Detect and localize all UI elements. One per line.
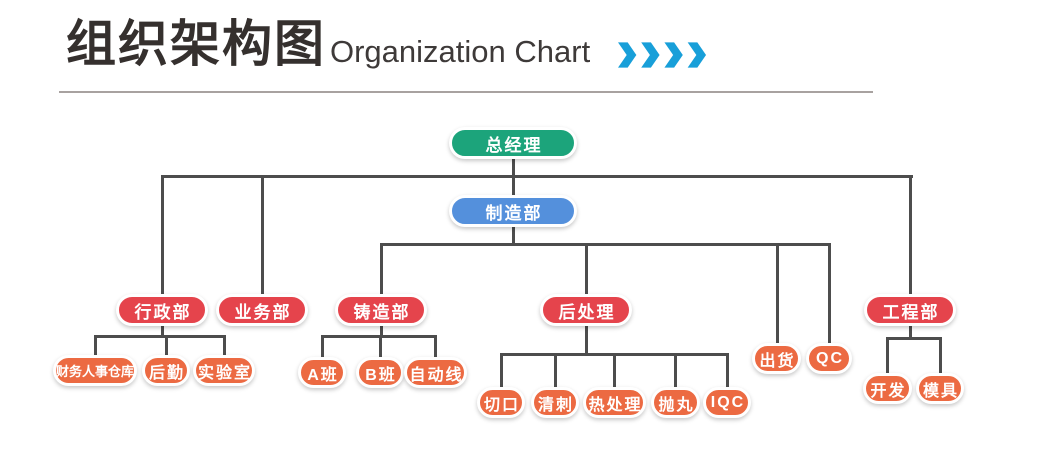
connector-line	[553, 352, 557, 390]
org-node-iqc: IQC	[703, 387, 751, 418]
org-node-general-manager: 总经理	[449, 127, 577, 159]
org-node-cutting: 切口	[477, 387, 525, 418]
org-node-heat-treatment: 热处理	[583, 387, 646, 418]
connector-line	[938, 336, 942, 376]
connector-line	[260, 174, 264, 296]
org-node-casting-dept: 铸造部	[335, 294, 427, 326]
connector-line	[320, 334, 324, 360]
connector-line	[908, 324, 912, 340]
org-node-business-dept: 业务部	[216, 294, 308, 326]
connector-line	[160, 174, 164, 296]
connector-line	[511, 225, 515, 246]
org-node-post-processing: 后处理	[540, 294, 632, 326]
connector-line	[433, 334, 437, 360]
org-node-manufacturing-dept: 制造部	[449, 195, 577, 227]
org-node-finance-hr-warehouse: 财务人事仓库	[53, 355, 137, 386]
connector-line	[378, 334, 382, 360]
org-node-class-a: A班	[298, 357, 346, 388]
org-node-deburring: 清刺	[531, 387, 579, 418]
org-node-development: 开发	[863, 373, 912, 404]
org-node-class-b: B班	[356, 357, 404, 388]
org-node-logistics: 后勤	[142, 355, 190, 386]
connector-line	[160, 324, 164, 338]
connector-line	[885, 336, 942, 340]
connector-line	[725, 352, 729, 390]
connector-line	[612, 352, 616, 390]
connector-line	[827, 242, 831, 346]
connector-line	[379, 242, 383, 296]
connector-line	[93, 334, 97, 358]
connector-line	[379, 242, 831, 246]
org-node-mold: 模具	[916, 373, 964, 404]
connector-line	[584, 324, 588, 356]
connector-line	[499, 352, 503, 390]
connector-line	[673, 352, 677, 390]
org-node-laboratory: 实验室	[193, 355, 255, 386]
connector-line	[775, 242, 779, 346]
connector-line	[584, 242, 588, 296]
connector-line	[93, 334, 226, 338]
connector-line	[908, 174, 912, 296]
connector-line	[379, 324, 383, 338]
connector-line	[885, 336, 889, 376]
org-node-admin-dept: 行政部	[116, 294, 208, 326]
fast-forward-chevrons-icon	[618, 42, 707, 68]
org-node-shipping: 出货	[752, 343, 801, 374]
title-divider	[59, 91, 873, 93]
page-subtitle: Organization Chart	[330, 34, 591, 69]
connector-line	[511, 155, 515, 199]
page-title: 组织架构图	[66, 16, 326, 72]
org-node-auto-line: 自动线	[404, 357, 467, 388]
org-node-engineering-dept: 工程部	[864, 294, 956, 326]
connector-line	[164, 334, 168, 358]
connector-line	[160, 174, 913, 178]
org-node-qc: QC	[806, 343, 852, 374]
connector-line	[222, 334, 226, 358]
org-node-shot-blasting: 抛丸	[651, 387, 700, 418]
